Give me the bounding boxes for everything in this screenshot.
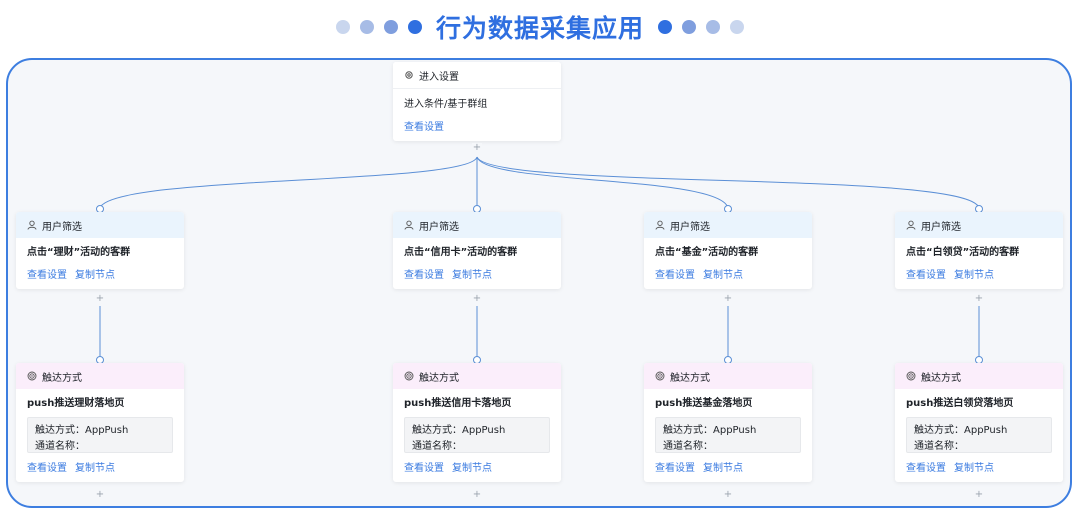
- card-description: push推送理财落地页: [27, 398, 125, 409]
- touch-detail-box: 触达方式：AppPush 通道名称：: [27, 417, 173, 453]
- copy-node-link[interactable]: 复制节点: [75, 270, 115, 281]
- copy-node-link[interactable]: 复制节点: [703, 463, 743, 474]
- user-icon: [906, 220, 916, 230]
- card-header: 触达方式: [393, 363, 561, 389]
- user-filter-card[interactable]: 用户筛选 点击“基金”活动的客群 查看设置 复制节点: [644, 212, 812, 289]
- view-settings-link[interactable]: 查看设置: [906, 270, 946, 281]
- target-icon: [404, 371, 414, 381]
- touch-detail-box: 触达方式：AppPush 通道名称：: [404, 417, 550, 453]
- card-header: 用户筛选: [644, 212, 812, 238]
- target-icon: [906, 371, 916, 381]
- add-node-button[interactable]: +: [974, 293, 984, 304]
- card-header: 用户筛选: [895, 212, 1063, 238]
- header-dot: [335, 20, 350, 34]
- card-description: push推送基金落地页: [655, 398, 753, 409]
- view-settings-link[interactable]: 查看设置: [404, 122, 444, 133]
- channel-name-line: 通道名称：: [914, 441, 964, 452]
- copy-node-link[interactable]: 复制节点: [452, 463, 492, 474]
- target-icon: [655, 371, 665, 381]
- touch-method-line: 触达方式：AppPush: [914, 425, 1008, 436]
- add-node-button[interactable]: +: [723, 489, 733, 500]
- add-node-button[interactable]: +: [472, 489, 482, 500]
- header-dot: [706, 20, 720, 34]
- header-dot: [730, 20, 744, 34]
- header-dot: [359, 20, 374, 34]
- card-header-label: 进入设置: [419, 71, 459, 83]
- header: 行为数据采集应用: [0, 0, 1080, 54]
- touch-method-card[interactable]: 触达方式 push推送白领贷落地页 触达方式：AppPush 通道名称： 查看设…: [895, 363, 1063, 482]
- header-dot: [682, 20, 696, 34]
- card-header-label: 用户筛选: [419, 221, 459, 233]
- view-settings-link[interactable]: 查看设置: [27, 463, 67, 474]
- add-node-button[interactable]: +: [95, 293, 105, 304]
- card-header-label: 触达方式: [42, 372, 82, 384]
- card-header-label: 用户筛选: [42, 221, 82, 233]
- card-header: 用户筛选: [393, 212, 561, 238]
- copy-node-link[interactable]: 复制节点: [452, 270, 492, 281]
- touch-method-line: 触达方式：AppPush: [35, 425, 129, 436]
- card-description: 点击“基金”活动的客群: [655, 247, 759, 258]
- card-description: push推送信用卡落地页: [404, 398, 512, 409]
- view-settings-link[interactable]: 查看设置: [27, 270, 67, 281]
- copy-node-link[interactable]: 复制节点: [954, 270, 994, 281]
- user-filter-card[interactable]: 用户筛选 点击“白领贷”活动的客群 查看设置 复制节点: [895, 212, 1063, 289]
- user-filter-card[interactable]: 用户筛选 点击“理财”活动的客群 查看设置 复制节点: [16, 212, 184, 289]
- touch-detail-box: 触达方式：AppPush 通道名称：: [655, 417, 801, 453]
- entry-settings-card[interactable]: 进入设置 进入条件/基于群组 查看设置: [393, 62, 561, 141]
- touch-method-card[interactable]: 触达方式 push推送基金落地页 触达方式：AppPush 通道名称： 查看设置…: [644, 363, 812, 482]
- copy-node-link[interactable]: 复制节点: [75, 463, 115, 474]
- gear-icon: [404, 70, 414, 80]
- touch-detail-box: 触达方式：AppPush 通道名称：: [906, 417, 1052, 453]
- copy-node-link[interactable]: 复制节点: [954, 463, 994, 474]
- channel-name-line: 通道名称：: [35, 441, 85, 452]
- card-header-label: 用户筛选: [921, 221, 961, 233]
- view-settings-link[interactable]: 查看设置: [655, 270, 695, 281]
- add-node-button[interactable]: +: [974, 489, 984, 500]
- user-icon: [27, 220, 37, 230]
- channel-name-line: 通道名称：: [663, 441, 713, 452]
- card-header-label: 触达方式: [419, 372, 459, 384]
- card-header-label: 触达方式: [921, 372, 961, 384]
- add-node-button[interactable]: +: [472, 142, 482, 153]
- card-header-label: 触达方式: [670, 372, 710, 384]
- card-header: 进入设置: [393, 62, 561, 89]
- target-icon: [27, 371, 37, 381]
- card-description: 进入条件/基于群组: [404, 99, 488, 110]
- user-icon: [404, 220, 414, 230]
- view-settings-link[interactable]: 查看设置: [655, 463, 695, 474]
- touch-method-card[interactable]: 触达方式 push推送信用卡落地页 触达方式：AppPush 通道名称： 查看设…: [393, 363, 561, 482]
- touch-method-line: 触达方式：AppPush: [663, 425, 757, 436]
- card-header: 用户筛选: [16, 212, 184, 238]
- add-node-button[interactable]: +: [472, 293, 482, 304]
- view-settings-link[interactable]: 查看设置: [906, 463, 946, 474]
- card-description: 点击“理财”活动的客群: [27, 247, 131, 258]
- add-node-button[interactable]: +: [95, 489, 105, 500]
- add-node-button[interactable]: +: [723, 293, 733, 304]
- user-icon: [655, 220, 665, 230]
- copy-node-link[interactable]: 复制节点: [703, 270, 743, 281]
- card-description: 点击“白领贷”活动的客群: [906, 247, 1020, 258]
- page-title: 行为数据采集应用: [435, 14, 644, 43]
- touch-method-card[interactable]: 触达方式 push推送理财落地页 触达方式：AppPush 通道名称： 查看设置…: [16, 363, 184, 482]
- header-dot: [658, 20, 672, 34]
- card-header: 触达方式: [644, 363, 812, 389]
- card-header-label: 用户筛选: [670, 221, 710, 233]
- channel-name-line: 通道名称：: [412, 441, 462, 452]
- touch-method-line: 触达方式：AppPush: [412, 425, 506, 436]
- card-header: 触达方式: [16, 363, 184, 389]
- card-description: push推送白领贷落地页: [906, 398, 1014, 409]
- header-dot: [383, 20, 398, 34]
- header-dot: [407, 20, 422, 34]
- user-filter-card[interactable]: 用户筛选 点击“信用卡”活动的客群 查看设置 复制节点: [393, 212, 561, 289]
- view-settings-link[interactable]: 查看设置: [404, 270, 444, 281]
- card-header: 触达方式: [895, 363, 1063, 389]
- view-settings-link[interactable]: 查看设置: [404, 463, 444, 474]
- card-description: 点击“信用卡”活动的客群: [404, 247, 518, 258]
